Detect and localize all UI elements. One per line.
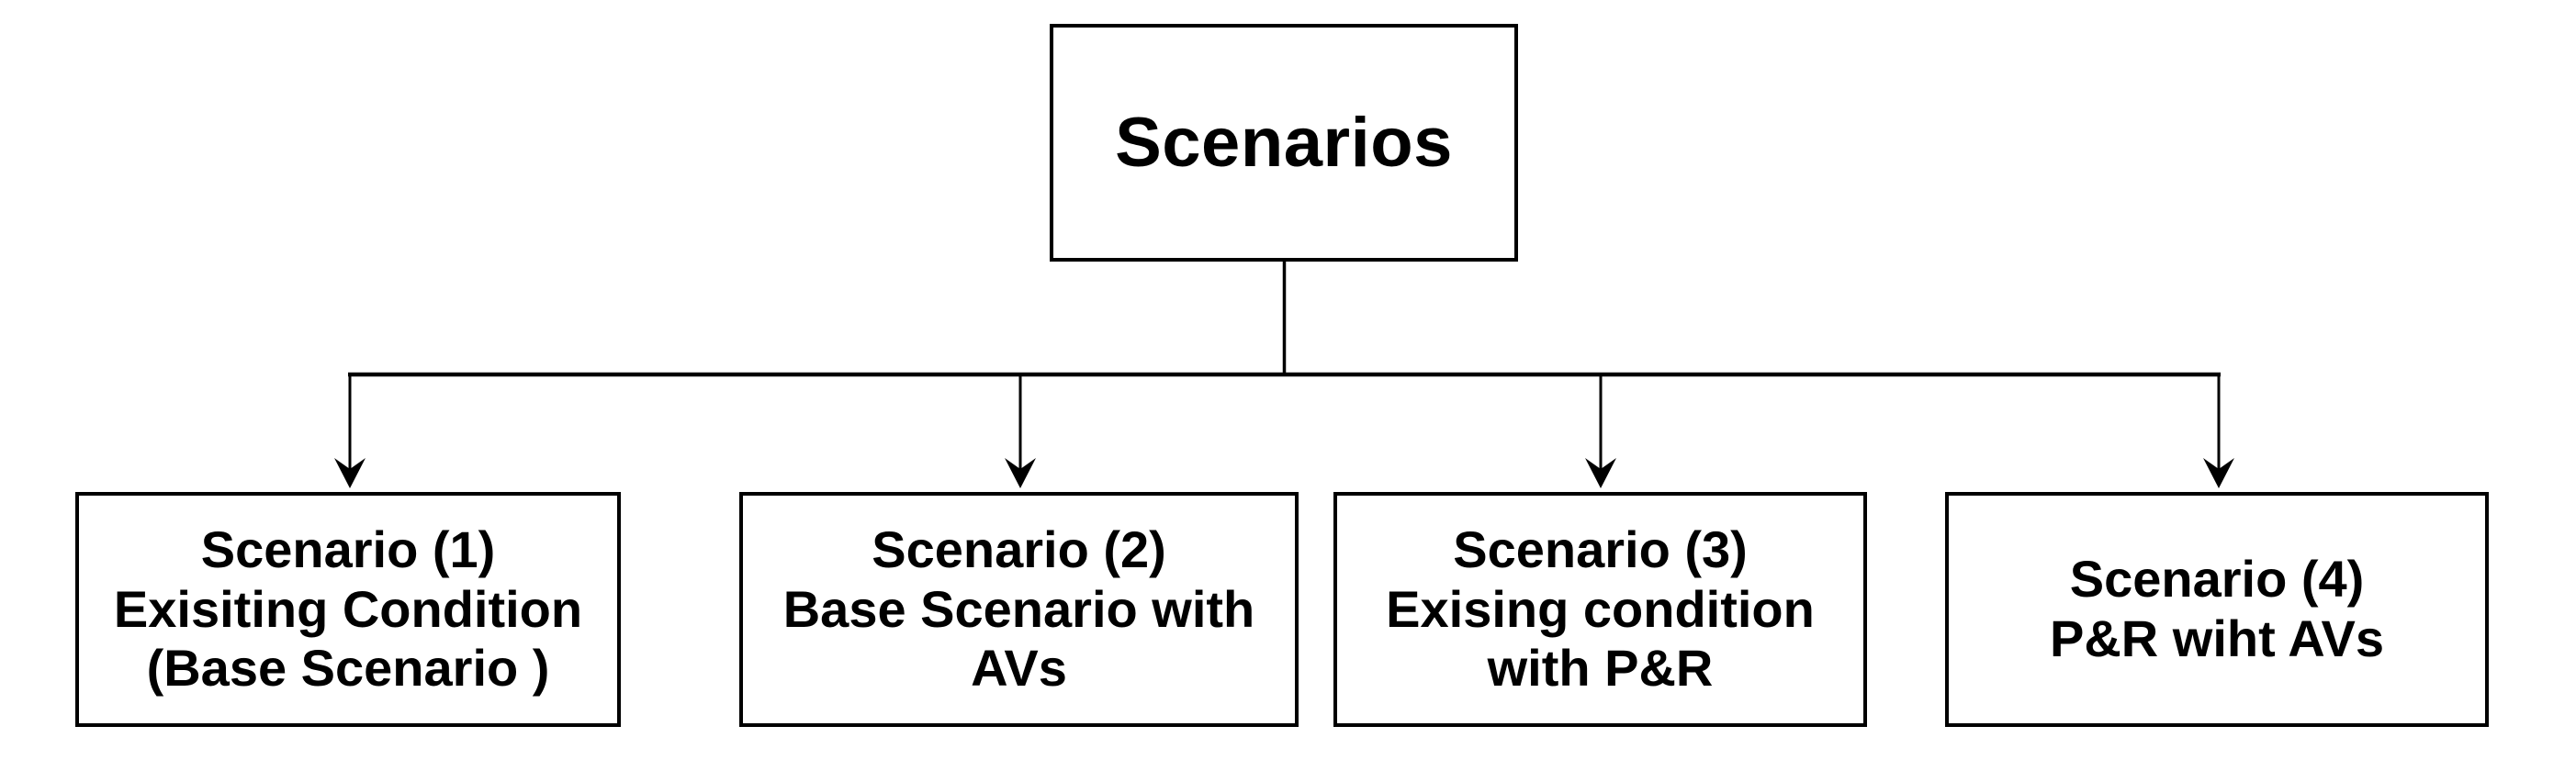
scenario-2-title: Scenario (2) xyxy=(872,520,1166,578)
arrowhead-1 xyxy=(334,458,366,488)
scenario-1-title: Scenario (1) xyxy=(200,520,496,578)
scenario-4-box: Scenario (4) P&R wiht AVs xyxy=(1945,492,2489,727)
scenario-2-box: Scenario (2) Base Scenario with AVs xyxy=(739,492,1299,727)
root-node-label: Scenarios xyxy=(1115,104,1453,182)
scenario-1-subtitle: (Base Scenario ) xyxy=(146,639,550,698)
scenario-2-description-cont: AVs xyxy=(971,639,1067,698)
arrowhead-3 xyxy=(1585,458,1616,488)
scenario-3-description-cont: with P&R xyxy=(1487,639,1714,698)
scenario-1-description: Exisiting Condition xyxy=(113,579,583,638)
root-node-scenarios: Scenarios xyxy=(1050,24,1518,262)
scenario-4-title: Scenario (4) xyxy=(2069,550,2365,609)
scenario-3-description: Exising condition xyxy=(1386,579,1815,638)
scenario-2-description: Base Scenario with xyxy=(782,579,1255,638)
scenario-4-description: P&R wiht AVs xyxy=(2049,609,2385,667)
arrowhead-4 xyxy=(2203,458,2234,488)
arrowhead-2 xyxy=(1005,458,1036,488)
scenario-3-title: Scenario (3) xyxy=(1453,520,1748,578)
scenario-1-box: Scenario (1) Exisiting Condition (Base S… xyxy=(75,492,621,727)
scenario-3-box: Scenario (3) Exising condition with P&R xyxy=(1333,492,1867,727)
